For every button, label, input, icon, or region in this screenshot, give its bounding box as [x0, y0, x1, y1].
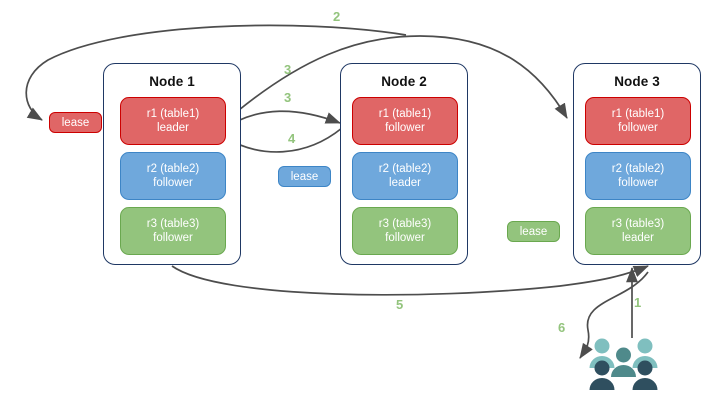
replica-r2-node2[interactable]: r2 (table2) leader [352, 152, 458, 200]
replica-role: leader [389, 177, 421, 189]
lease-badge-blue[interactable]: lease [278, 166, 331, 187]
replica-name: r3 (table3) [611, 218, 665, 230]
step-label-4: 4 [288, 131, 296, 146]
step-label-5: 5 [396, 297, 404, 312]
node-box-2[interactable]: Node 2 r1 (table1) follower r2 (table2) … [340, 63, 468, 265]
replica-r2-node3[interactable]: r2 (table2) follower [585, 152, 691, 200]
replica-role: follower [153, 232, 193, 244]
node-box-1[interactable]: Node 1 r1 (table1) leader r2 (table2) fo… [103, 63, 241, 265]
replica-r1-node1[interactable]: r1 (table1) leader [120, 97, 226, 145]
replica-name: r1 (table1) [378, 108, 432, 120]
lease-badge-green[interactable]: lease [507, 221, 560, 242]
replica-role: follower [618, 177, 658, 189]
users-group-icon [588, 336, 660, 392]
replica-r2-node1[interactable]: r2 (table2) follower [120, 152, 226, 200]
lease-label: lease [61, 116, 90, 129]
edge-5-node1-to-node3 [171, 265, 649, 296]
replica-role: follower [385, 232, 425, 244]
node-box-3[interactable]: Node 3 r1 (table1) follower r2 (table2) … [573, 63, 701, 265]
replica-r1-node2[interactable]: r1 (table1) follower [352, 97, 458, 145]
replica-name: r1 (table1) [611, 108, 665, 120]
step-label-3-upper: 3 [284, 62, 292, 77]
node-title: Node 2 [381, 74, 427, 89]
step-label-2: 2 [333, 9, 341, 24]
node-title: Node 1 [149, 74, 195, 89]
replica-role: follower [618, 122, 658, 134]
step-label-1: 1 [634, 295, 642, 310]
replica-name: r2 (table2) [611, 163, 665, 175]
replica-name: r1 (table1) [146, 108, 200, 120]
replica-r3-node3[interactable]: r3 (table3) leader [585, 207, 691, 255]
edge-4-node2-to-node1 [225, 127, 343, 153]
replica-name: r3 (table3) [378, 218, 432, 230]
replica-role: follower [153, 177, 193, 189]
step-label-3-lower: 3 [284, 90, 292, 105]
replica-role: follower [385, 122, 425, 134]
step-label-6: 6 [558, 320, 566, 335]
replica-r3-node2[interactable]: r3 (table3) follower [352, 207, 458, 255]
replica-name: r3 (table3) [146, 218, 200, 230]
replica-r1-node3[interactable]: r1 (table1) follower [585, 97, 691, 145]
lease-label: lease [290, 170, 319, 183]
replica-name: r2 (table2) [378, 163, 432, 175]
lease-label: lease [519, 225, 548, 238]
lease-badge-red[interactable]: lease [49, 112, 102, 133]
replica-role: leader [622, 232, 654, 244]
replica-role: leader [157, 122, 189, 134]
node-title: Node 3 [614, 74, 660, 89]
replica-r3-node1[interactable]: r3 (table3) follower [120, 207, 226, 255]
replica-name: r2 (table2) [146, 163, 200, 175]
